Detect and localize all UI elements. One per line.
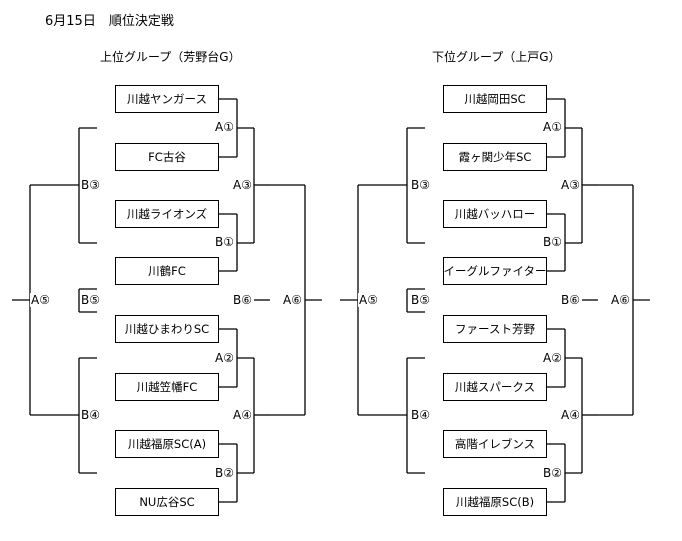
match-label-b2: B② <box>542 466 563 480</box>
team-box: 川越バッハロー <box>443 200 547 228</box>
team-box: 川越ヤンガース <box>115 85 219 113</box>
team-box: FC古谷 <box>115 143 219 171</box>
upper-bracket-lines <box>12 98 322 503</box>
page-title: 6月15日 順位決定戦 <box>45 14 174 29</box>
match-label-a4: A④ <box>232 408 253 422</box>
match-label-a3: A③ <box>232 178 253 192</box>
match-label-b4: B④ <box>410 408 431 422</box>
match-label-a1: A① <box>542 120 563 134</box>
match-label-a3: A③ <box>560 178 581 192</box>
team-box: 高階イレブンス <box>443 430 547 458</box>
team-box: 川越ひまわりSC <box>115 315 219 343</box>
team-box: 霞ヶ関少年SC <box>443 143 547 171</box>
match-label-b2: B② <box>214 466 235 480</box>
match-label-a4: A④ <box>560 408 581 422</box>
match-label-a2: A② <box>542 351 563 365</box>
match-label-a2: A② <box>214 351 235 365</box>
team-box: 川越スパークス <box>443 373 547 401</box>
match-label-b1: B① <box>214 235 235 249</box>
team-box: ファースト芳野 <box>443 315 547 343</box>
match-label-b6: B⑥ <box>232 293 253 307</box>
lower-group-title: 下位グループ（上戸G） <box>432 50 561 64</box>
team-box: 川越福原SC(B) <box>443 488 547 516</box>
match-label-a1: A① <box>214 120 235 134</box>
upper-group-title: 上位グループ（芳野台G） <box>100 50 241 64</box>
match-label-a5: A⑤ <box>358 293 379 307</box>
match-label-a6: A⑥ <box>610 293 631 307</box>
match-label-b6: B⑥ <box>560 293 581 307</box>
match-label-b3: B③ <box>80 178 101 192</box>
match-label-b1: B① <box>542 235 563 249</box>
lower-bracket-lines <box>340 98 650 503</box>
match-label-b5: B⑤ <box>80 293 101 307</box>
match-label-b5: B⑤ <box>410 293 431 307</box>
team-box: イーグルファイター <box>443 257 547 285</box>
team-box: 川越福原SC(A) <box>115 430 219 458</box>
team-box: 川越岡田SC <box>443 85 547 113</box>
match-label-a5: A⑤ <box>30 293 51 307</box>
match-label-b3: B③ <box>410 178 431 192</box>
team-box: 川越笠幡FC <box>115 373 219 401</box>
team-box: 川鶴FC <box>115 257 219 285</box>
match-label-a6: A⑥ <box>282 293 303 307</box>
team-box: 川越ライオンズ <box>115 200 219 228</box>
team-box: NU広谷SC <box>115 488 219 516</box>
match-label-b4: B④ <box>80 408 101 422</box>
